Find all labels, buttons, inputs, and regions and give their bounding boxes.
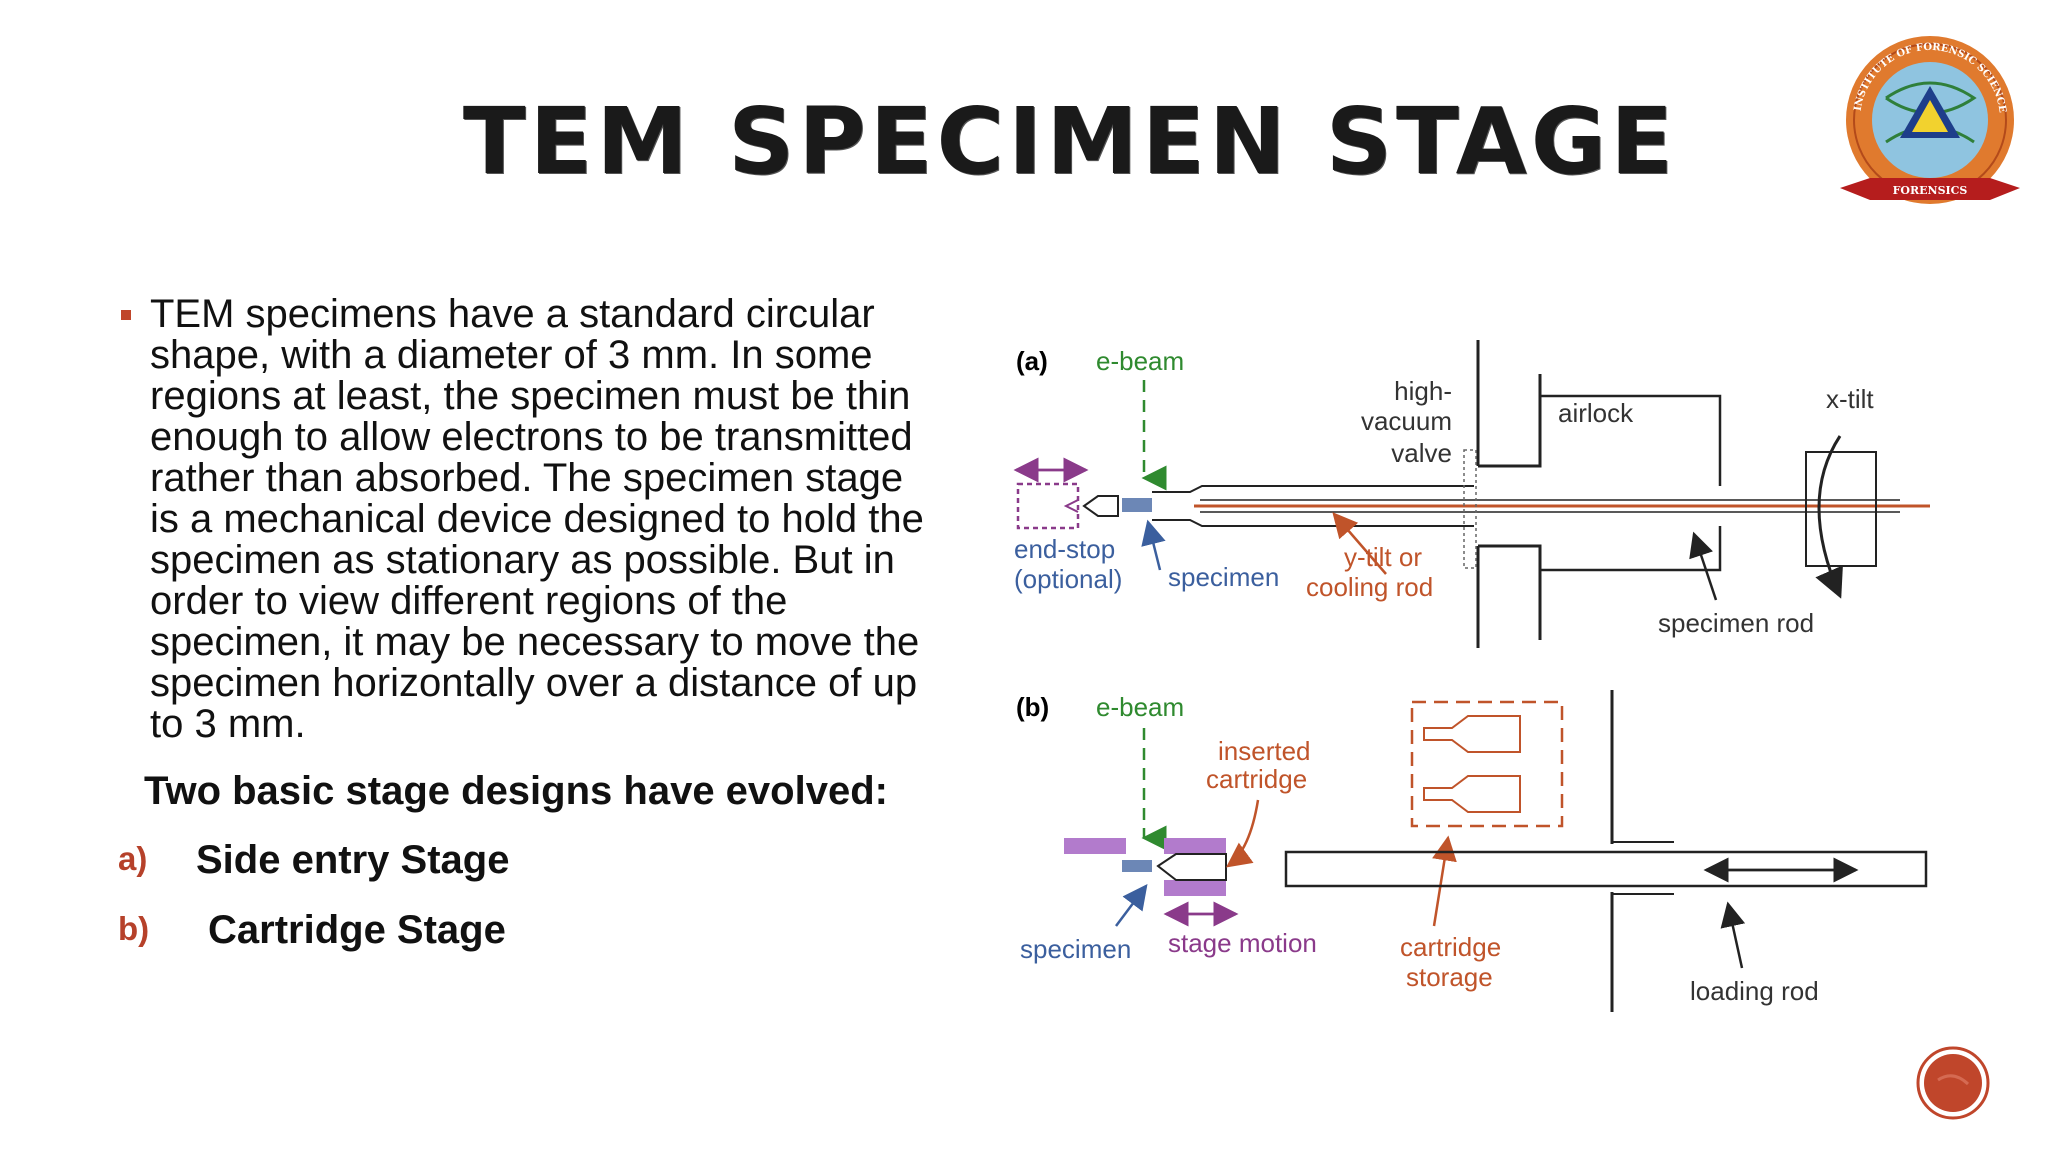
loading-rod-label: loading rod: [1690, 976, 1819, 1006]
specimen-rod-bottom: [1152, 519, 1474, 527]
specimen-holder-b: [1122, 860, 1152, 872]
xtilt-knob: [1805, 451, 1877, 567]
airlock-top: [1540, 394, 1722, 486]
ebeam-label-b: e-beam: [1096, 692, 1184, 722]
endstop-notch: [1063, 499, 1079, 513]
ytilt-arrow: [1332, 512, 1387, 575]
specimen-stage-diagram: (a) e-beam end-stop (optional) specimen …: [1013, 340, 1930, 1012]
high-vacuum-label-3: valve: [1391, 438, 1452, 468]
airlock-bottom: [1540, 526, 1722, 572]
inserted-label-2: cartridge: [1206, 764, 1307, 794]
cartridge-storage-box: [1410, 700, 1564, 828]
xtilt-rotation-arrow: [1815, 435, 1843, 599]
ebeam-label-a: e-beam: [1096, 346, 1184, 376]
loading-rod-pointer: [1720, 901, 1746, 969]
specimen-rod-arrow: [1689, 531, 1718, 601]
institute-logo: INSTITUTE OF FORENSIC SCIENCE & CRIMINOL…: [1830, 28, 2020, 204]
design-item-b: b) Cartridge Stage: [118, 908, 938, 952]
cartridge-storage-label-1: cartridge: [1400, 932, 1501, 962]
stored-cartridge-2: [1423, 775, 1521, 813]
slide-title: TEM SPECIMEN STAGE: [462, 88, 1678, 195]
slide-nav-circle-icon: [1916, 1046, 1990, 1120]
bullet-item: TEM specimens have a standard circular s…: [118, 294, 938, 745]
design-label: Side entry Stage: [196, 838, 510, 882]
designs-heading: Two basic stage designs have evolved:: [144, 769, 888, 813]
high-vacuum-label-1: high-: [1394, 376, 1452, 406]
loading-rod: [1284, 850, 1928, 888]
pole-piece-lower: [1164, 880, 1226, 896]
panel-b-label: (b): [1016, 692, 1049, 722]
airlock-wall-top: [1478, 374, 1542, 468]
pole-piece-upper: [1164, 838, 1226, 854]
specimen-label-a: specimen: [1168, 562, 1279, 592]
design-label: Cartridge Stage: [208, 908, 506, 952]
ytilt-label-1: y-tilt or: [1344, 542, 1422, 572]
inserted-arrow: [1225, 799, 1260, 868]
endstop-label-1: end-stop: [1014, 534, 1115, 564]
endstop-label-2: (optional): [1014, 564, 1122, 594]
xtilt-label: x-tilt: [1826, 384, 1874, 414]
slide-body: TEM specimens have a standard circular s…: [118, 294, 938, 953]
ytilt-label-2: cooling rod: [1306, 572, 1433, 602]
logo-banner-text: FORENSICS: [1893, 184, 1968, 197]
vacuum-valve: [1463, 449, 1477, 569]
design-item-a: a) Side entry Stage: [118, 838, 938, 882]
airlock-wall-bottom: [1478, 544, 1542, 640]
cartridge-storage-label-2: storage: [1406, 962, 1493, 992]
stored-cartridge-1: [1423, 715, 1521, 753]
specimen-rod-label: specimen rod: [1658, 608, 1814, 638]
specimen-arrow-a: [1141, 519, 1166, 571]
specimen-rod-top: [1152, 485, 1474, 493]
airlock-label: airlock: [1558, 398, 1634, 428]
panel-a-label: (a): [1016, 346, 1048, 376]
intro-paragraph: TEM specimens have a standard circular s…: [150, 292, 924, 746]
specimen-arrow-b: [1115, 884, 1148, 927]
specimen-holder-a: [1122, 498, 1152, 512]
stage-motion-label: stage motion: [1168, 928, 1317, 958]
list-marker: a): [118, 840, 148, 877]
high-vacuum-label-2: vacuum: [1361, 406, 1452, 436]
pole-piece-left: [1064, 838, 1126, 854]
bullet-square-icon: [121, 310, 131, 320]
endstop-box: [1016, 482, 1080, 530]
inserted-cartridge: [1156, 853, 1227, 881]
list-marker: b): [118, 910, 150, 947]
inserted-label-1: inserted: [1218, 736, 1311, 766]
rod-tip: [1082, 495, 1119, 517]
specimen-label-b: specimen: [1020, 934, 1131, 964]
